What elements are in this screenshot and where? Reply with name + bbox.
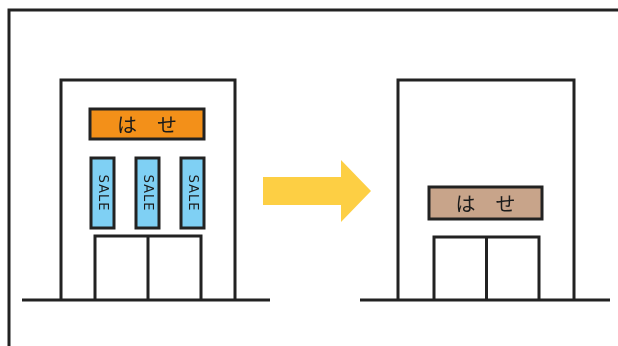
before-sign-board	[88, 107, 206, 141]
sale-banner-3-board	[179, 156, 206, 230]
sale-banner-2-board	[134, 156, 161, 230]
frame-border	[7, 8, 618, 346]
before-entrance-door	[93, 234, 203, 302]
sale-banner-2: SALE	[134, 156, 161, 230]
after-entrance-door	[432, 235, 541, 302]
before-store-sign: は せ	[88, 107, 206, 141]
before-sign-text: は せ	[117, 113, 177, 137]
after-building: は せ	[360, 78, 610, 302]
after-store-sign: は せ	[427, 185, 544, 221]
sale-banner-3: SALE	[179, 156, 206, 230]
before-building: は せ SALE SALE SALE	[22, 78, 270, 302]
sale-banner-2-text: SALE	[140, 175, 155, 212]
sale-banner-3-text: SALE	[185, 175, 200, 212]
after-sign-text: は せ	[456, 192, 516, 216]
after-sign-board	[427, 185, 544, 221]
sale-banner-1-text: SALE	[95, 175, 110, 212]
sale-banner-1: SALE	[89, 156, 116, 230]
sale-banner-1-board	[89, 156, 116, 230]
transition-arrow	[263, 160, 371, 222]
